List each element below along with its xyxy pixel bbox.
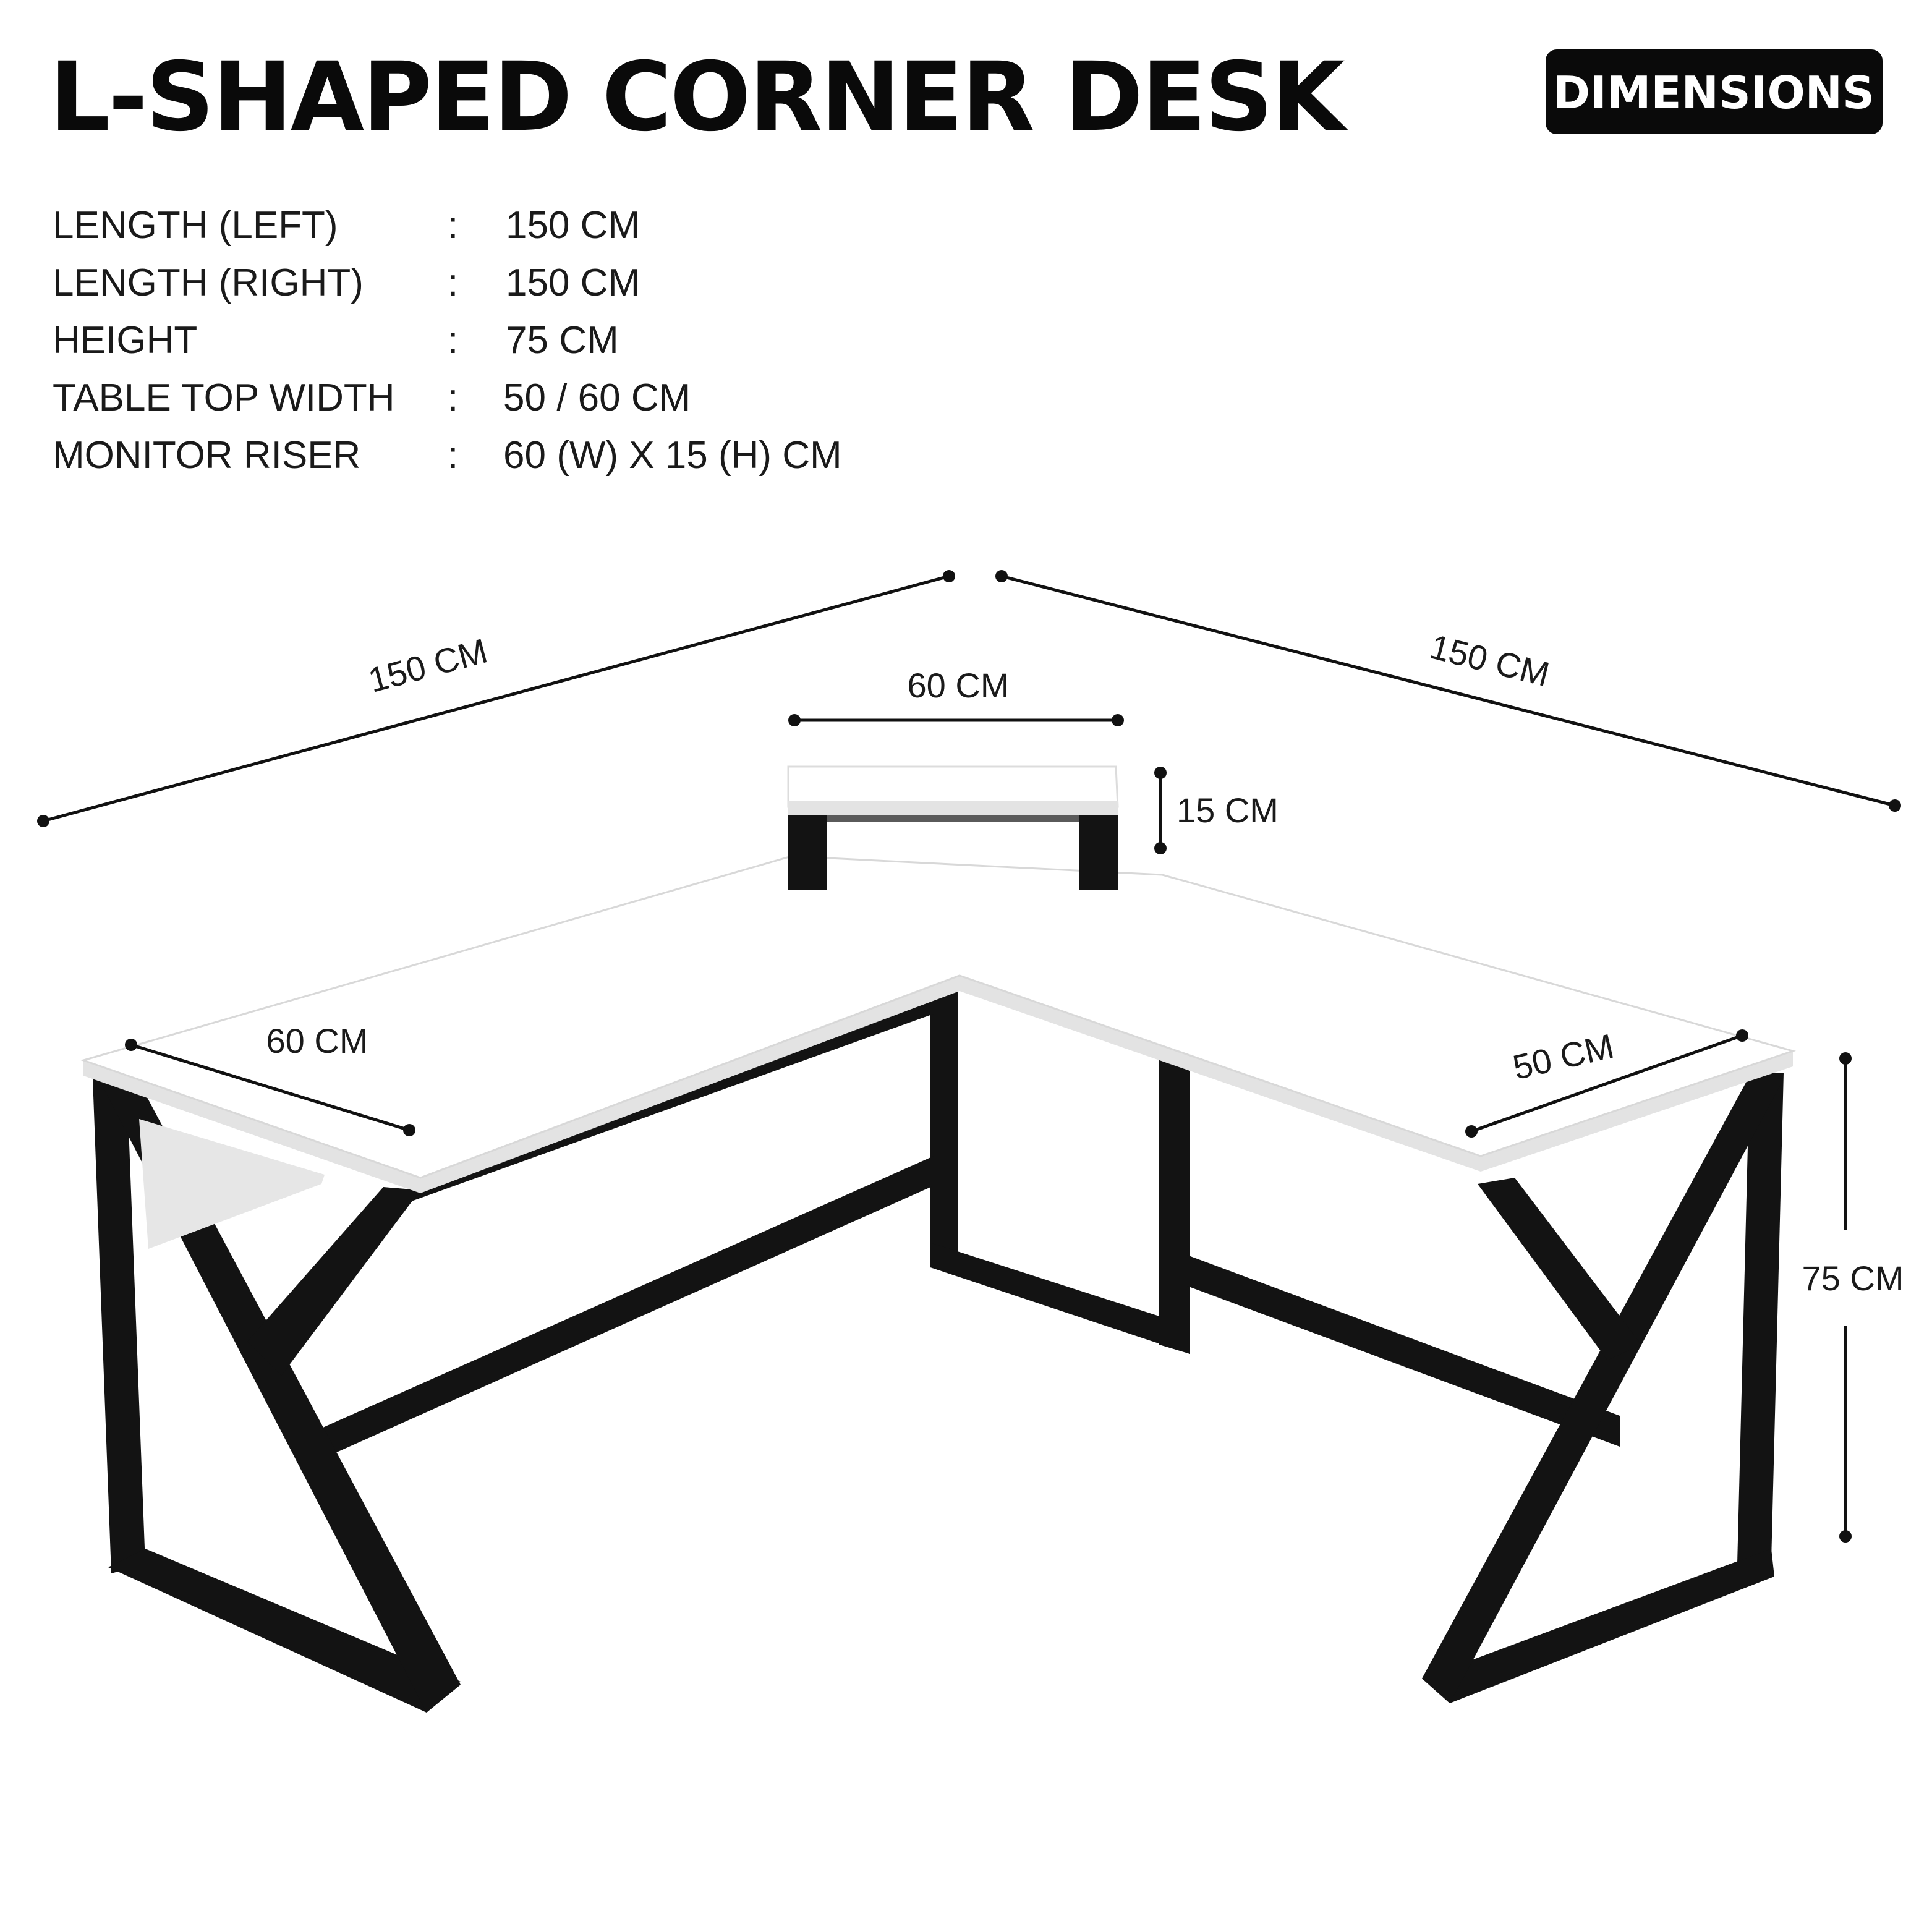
spec-label: TABLE TOP WIDTH (53, 377, 395, 419)
dimensions-badge: DIMENSIONS (1546, 49, 1883, 134)
dim-height-label: 75 CM (1802, 1259, 1904, 1298)
corner-leg-frame (930, 989, 1190, 1354)
spec-separator: : (448, 204, 458, 247)
spec-value: 50 / 60 CM (503, 377, 691, 419)
spec-separator: : (448, 434, 458, 477)
right-k-leg (1422, 1073, 1784, 1703)
dim-riser-height: 15 CM (1154, 767, 1279, 854)
desk-illustration (80, 765, 1797, 1713)
badge-label: DIMENSIONS (1553, 67, 1875, 119)
spec-value: 75 CM (506, 319, 619, 362)
spec-separator: : (448, 377, 458, 419)
spec-list: LENGTH (LEFT) : 150 CM LENGTH (RIGHT) : … (53, 204, 842, 477)
spec-label: LENGTH (LEFT) (53, 204, 338, 247)
left-k-leg (93, 1079, 461, 1713)
spec-label: HEIGHT (53, 319, 197, 362)
dim-left-depth: 60 CM (125, 1021, 415, 1136)
left-stretcher-bar (321, 1156, 934, 1459)
dim-left-length-label: 150 CM (364, 631, 492, 700)
desk-top (80, 855, 1797, 1193)
spec-label: LENGTH (RIGHT) (53, 262, 364, 304)
dim-height: 75 CM (1802, 1052, 1904, 1543)
spec-label: MONITOR RISER (53, 434, 360, 477)
spec-value: 150 CM (506, 262, 640, 304)
dim-riser-height-label: 15 CM (1177, 791, 1279, 830)
dim-riser-width: 60 CM (788, 666, 1124, 726)
page-title: L-SHAPED CORNER DESK (49, 42, 1348, 153)
monitor-riser (787, 765, 1119, 890)
dim-left-depth-label: 60 CM (266, 1021, 368, 1060)
right-stretcher-bar (1187, 1255, 1620, 1447)
dim-right-length-label: 150 CM (1426, 627, 1554, 694)
dim-riser-width-label: 60 CM (908, 666, 1010, 705)
spec-separator: : (448, 319, 458, 362)
spec-value: 150 CM (506, 204, 640, 247)
dim-right-length: 150 CM (995, 570, 1901, 812)
spec-separator: : (448, 262, 458, 304)
spec-value: 60 (W) X 15 (H) CM (503, 434, 842, 477)
